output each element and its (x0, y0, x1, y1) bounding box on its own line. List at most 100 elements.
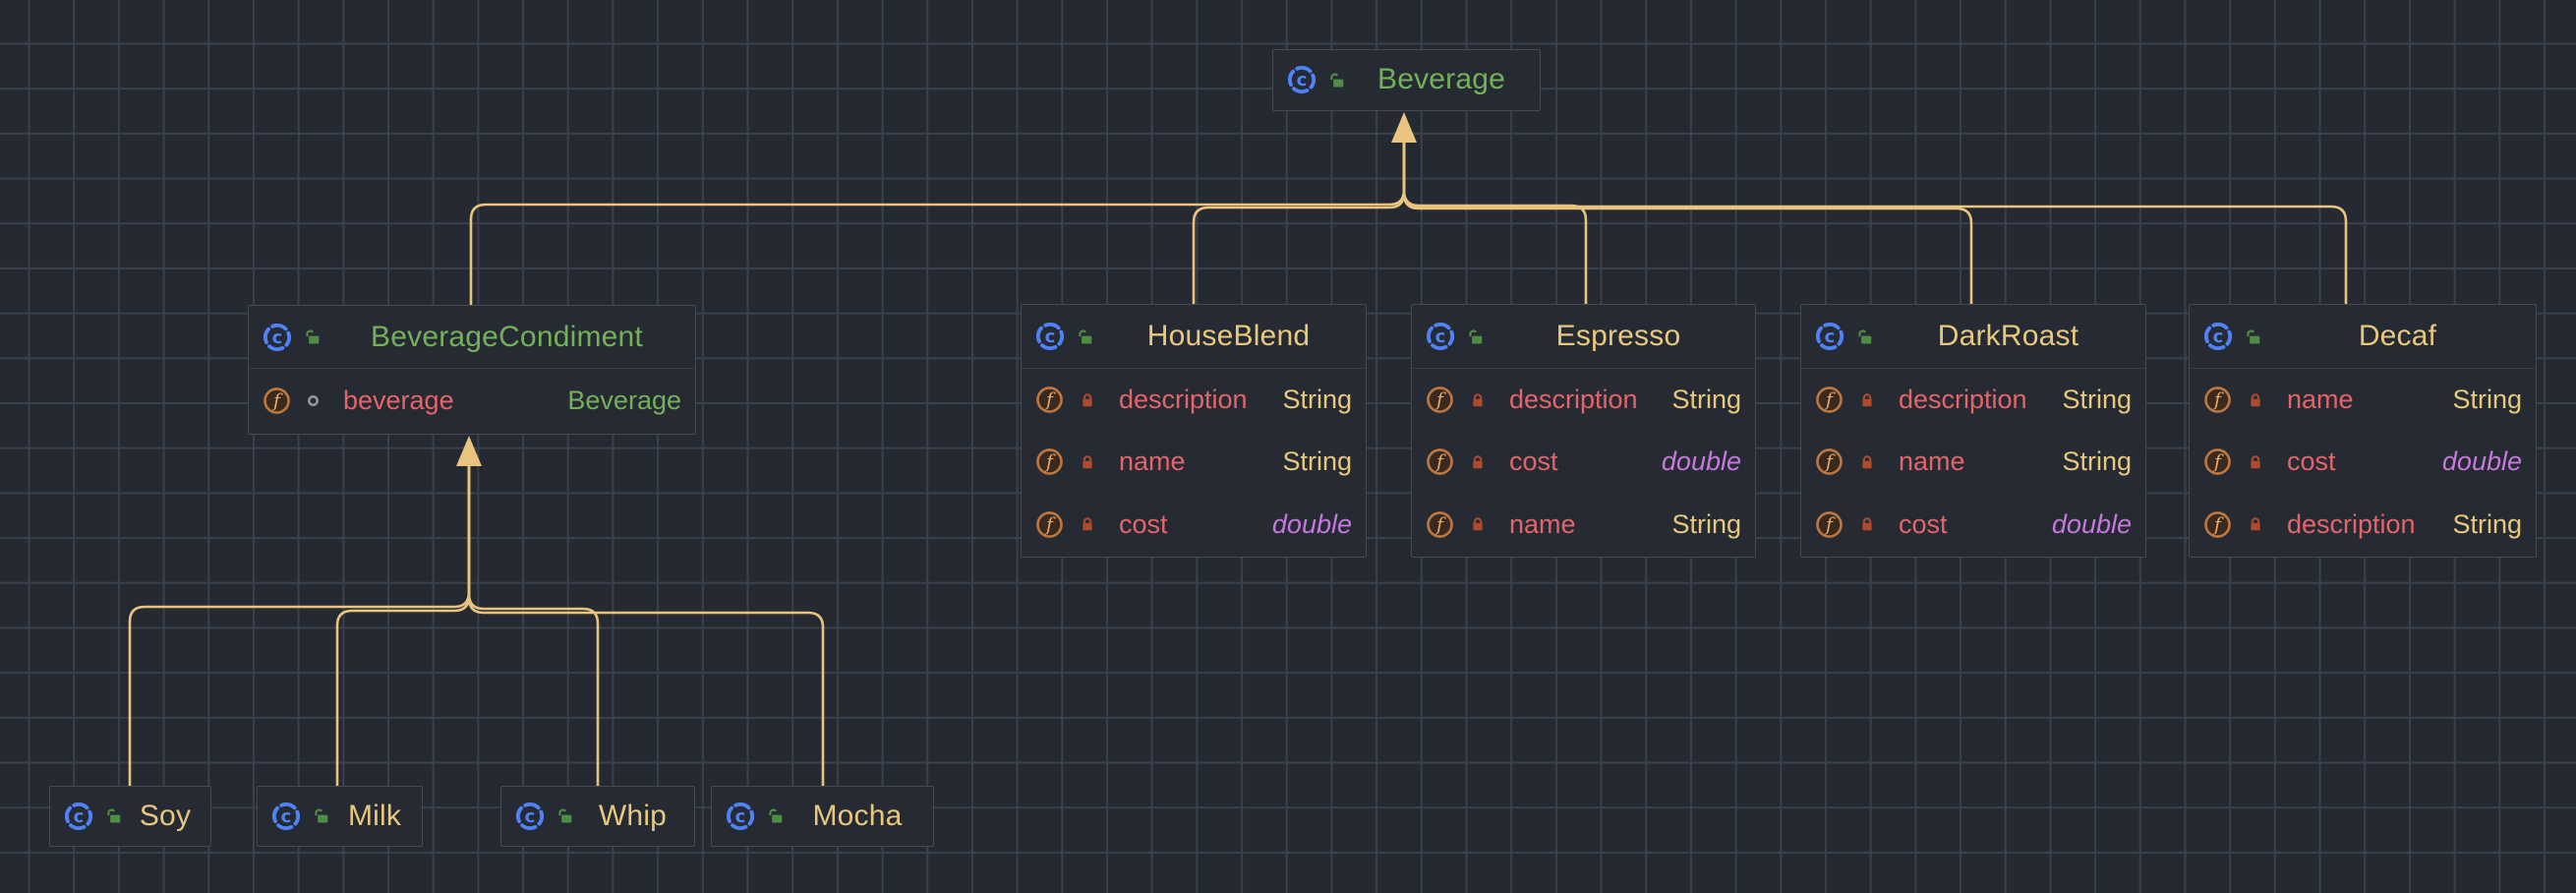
class-header[interactable]: c BeverageCondiment (249, 306, 695, 369)
class-node-espresso[interactable]: c Espresso f description String f cost dou… (1411, 304, 1756, 558)
class-node-soy[interactable]: c Soy (49, 786, 211, 847)
class-name: Beverage (1376, 63, 1506, 95)
closed-lock-icon (1080, 392, 1095, 408)
class-icon: c (64, 802, 93, 831)
open-lock-icon (556, 807, 573, 824)
class-name: Soy (139, 799, 192, 832)
inheritance-edge-milk-to-beverage-condiment[interactable] (335, 466, 471, 787)
field-name: name (1899, 446, 1965, 477)
inheritance-edge-house-blend-to-beverage[interactable] (1192, 143, 1406, 305)
inheritance-edge-whip-to-beverage-condiment[interactable] (467, 466, 600, 787)
svg-text:f: f (1044, 390, 1056, 411)
field-row-description[interactable]: f description String (2190, 494, 2536, 556)
open-lock-icon (1328, 72, 1345, 89)
inheritance-edge-dark-roast-to-beverage[interactable] (1402, 143, 1973, 305)
class-name: BeverageCondiment (371, 320, 643, 353)
class-node-beverage[interactable]: c Beverage (1272, 49, 1541, 111)
field-row-cost[interactable]: f cost double (1412, 431, 1755, 493)
field-icon: f (2203, 510, 2232, 539)
inheritance-arrowhead-beverage (1391, 112, 1417, 143)
field-type: double (2441, 446, 2522, 477)
inheritance-edge-espresso-to-beverage[interactable] (1402, 143, 1588, 305)
field-name: description (2287, 508, 2416, 539)
svg-text:c: c (1045, 327, 1056, 347)
closed-lock-icon (1080, 516, 1095, 532)
class-icon: c (726, 802, 755, 831)
field-icon: f (1426, 447, 1454, 476)
svg-text:f: f (271, 391, 283, 412)
svg-text:f: f (2212, 390, 2224, 411)
field-icon: f (1815, 510, 1844, 539)
field-type: String (2452, 508, 2522, 539)
field-name: cost (2287, 446, 2336, 477)
field-icon: f (1035, 510, 1064, 539)
class-header[interactable]: c Milk (258, 787, 422, 845)
class-name: Milk (347, 799, 402, 832)
inheritance-edge-decaf-to-beverage[interactable] (1402, 143, 2348, 307)
inheritance-arrowhead-beverage-condiment (456, 436, 482, 466)
svg-text:c: c (1435, 327, 1446, 347)
field-name: description (1899, 385, 2027, 415)
class-header[interactable]: c Decaf (2190, 305, 2536, 369)
field-row-description[interactable]: f description String (1801, 369, 2145, 431)
class-header[interactable]: c Mocha (712, 787, 933, 845)
field-name: description (1119, 385, 1248, 415)
open-lock-icon (1077, 328, 1093, 345)
svg-text:f: f (1044, 514, 1056, 535)
class-header[interactable]: c Whip (501, 787, 694, 845)
svg-text:f: f (1824, 390, 1836, 411)
inheritance-edge-soy-to-beverage-condiment[interactable] (128, 466, 471, 787)
field-name: description (1509, 385, 1638, 415)
field-name: name (1509, 508, 1576, 539)
inheritance-edge-beverage-condiment-to-beverage[interactable] (469, 143, 1406, 306)
class-name: Whip (598, 799, 668, 832)
class-icon: c (2203, 322, 2233, 351)
class-node-whip[interactable]: c Whip (500, 786, 695, 847)
field-icon: f (1815, 447, 1844, 476)
field-name: cost (1509, 446, 1558, 477)
class-icon: c (271, 802, 301, 831)
package-visibility-icon (307, 394, 320, 407)
svg-text:c: c (1297, 70, 1308, 90)
class-header[interactable]: c Beverage (1273, 50, 1540, 109)
class-name: HouseBlend (1146, 320, 1311, 352)
svg-text:f: f (1824, 514, 1836, 535)
closed-lock-icon (1859, 516, 1875, 532)
class-node-milk[interactable]: c Milk (257, 786, 423, 847)
field-type: String (2062, 385, 2132, 415)
field-name: name (1119, 446, 1186, 477)
closed-lock-icon (1470, 454, 1486, 470)
field-type: double (1661, 446, 1741, 477)
svg-text:c: c (2213, 327, 2224, 347)
field-type: String (1671, 385, 1741, 415)
field-type: Beverage (567, 386, 681, 415)
class-icon: c (263, 323, 292, 352)
svg-text:f: f (1434, 514, 1446, 535)
open-lock-icon (105, 807, 122, 824)
class-header[interactable]: c Soy (50, 787, 210, 845)
class-icon: c (1815, 322, 1844, 351)
class-header[interactable]: c Espresso (1412, 305, 1755, 369)
class-header[interactable]: c DarkRoast (1801, 305, 2145, 369)
closed-lock-icon (2248, 454, 2263, 470)
field-icon: f (1035, 447, 1064, 476)
inheritance-edge-mocha-to-beverage-condiment[interactable] (467, 466, 825, 787)
svg-text:c: c (272, 327, 283, 348)
class-node-mocha[interactable]: c Mocha (711, 786, 934, 847)
class-header[interactable]: c HouseBlend (1022, 305, 1366, 369)
